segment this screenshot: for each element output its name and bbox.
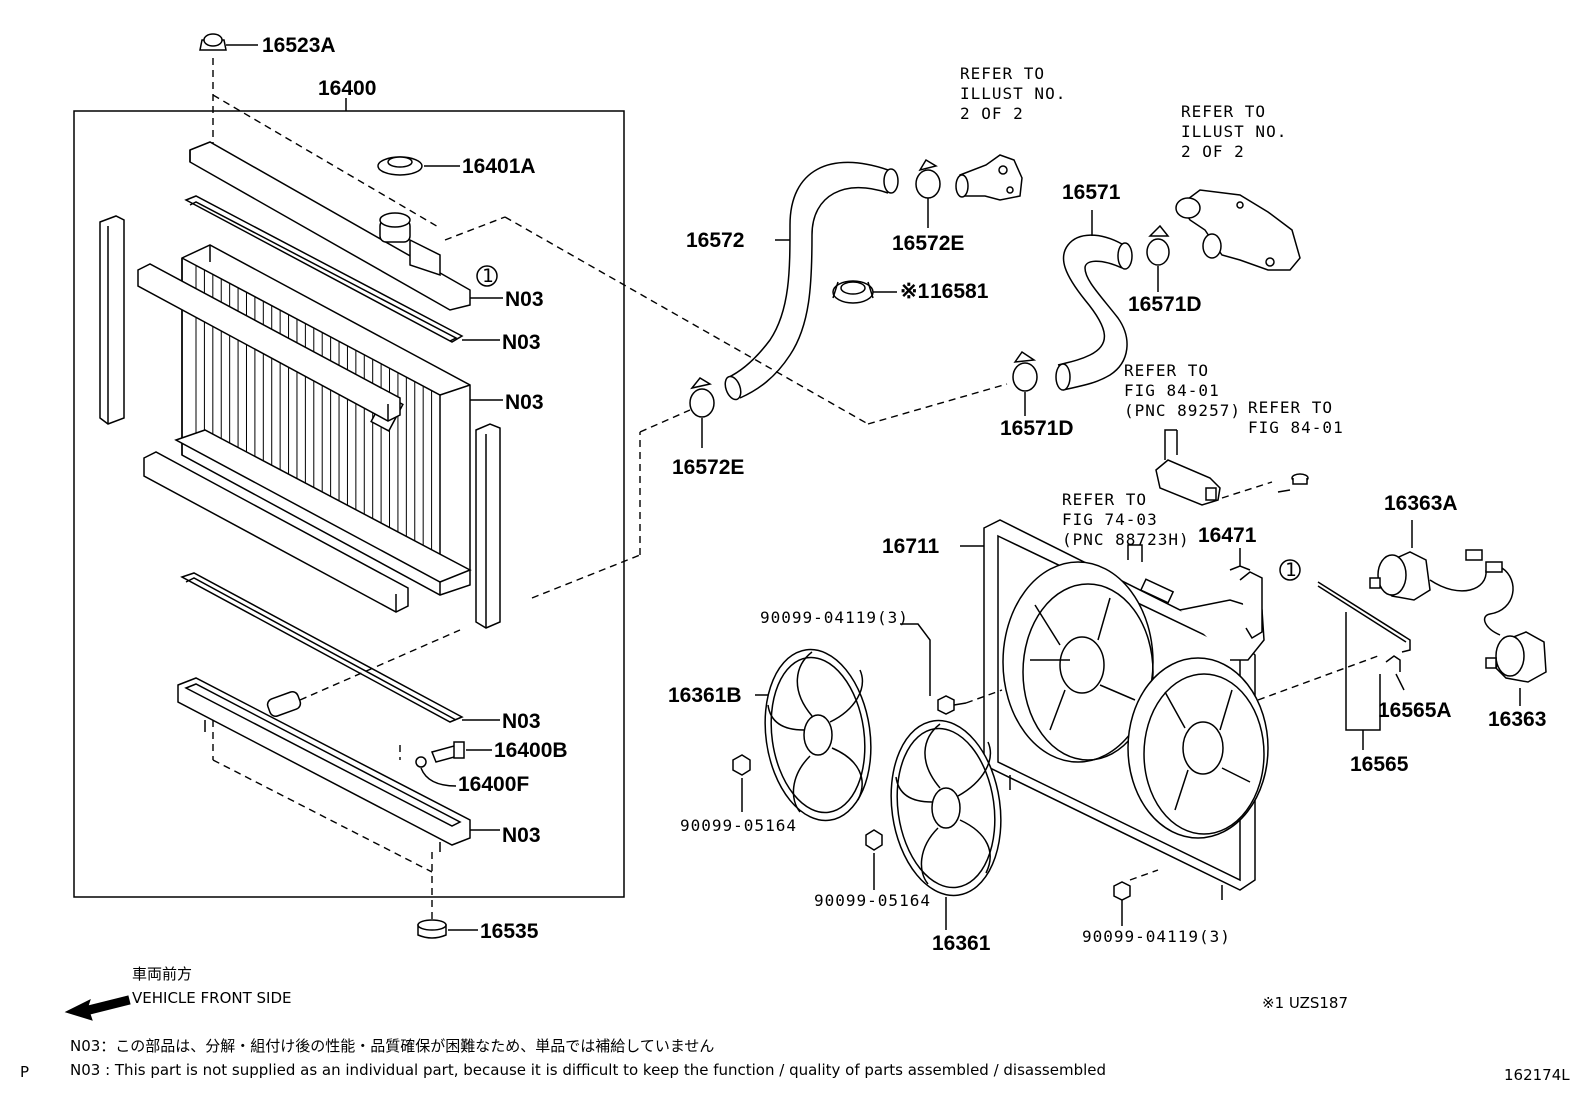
callout-16363A: 16363A — [1384, 492, 1458, 515]
callout-16571D-bottom: 16571D — [1000, 417, 1074, 440]
cushion-16535 — [417, 919, 478, 939]
reference-circle-1-radiator — [476, 265, 498, 287]
callout-90099-04119-top: 90099-04119(3) — [760, 608, 909, 627]
cap-16523A — [199, 33, 258, 51]
refer-fig74-line3: (PNC 88723H) — [1062, 530, 1190, 549]
refer-fig74-line2: FIG 74-03 — [1062, 510, 1158, 529]
callout-n03-e: N03 — [502, 824, 541, 847]
note-n03-japanese: N03：この部品は、分解・組付け後の性能・品質確保が困難なため、単品では補給して… — [70, 1037, 714, 1055]
hose-clamp-16572E-bottom — [689, 377, 715, 448]
upper-tank — [189, 141, 503, 311]
refer-fig84-pnc-line3: (PNC 89257) — [1124, 401, 1241, 420]
page-marker: P — [20, 1063, 29, 1081]
lower-tank — [177, 677, 500, 852]
fan-motor-16363 — [1485, 631, 1547, 706]
footnote-mark: ※1 UZS187 — [1262, 994, 1348, 1012]
hose-clamp-16571D-top — [1146, 224, 1170, 292]
bolt-90099-04119-bottom — [1113, 869, 1159, 926]
callout-16565A: 16565A — [1378, 699, 1452, 722]
callout-16400F: 16400F — [458, 773, 529, 796]
callout-16535: 16535 — [480, 920, 539, 943]
upper-hose-16572 — [724, 161, 899, 401]
bolt-90099-04119-top — [900, 623, 1003, 715]
nut-90099-05164-mid — [865, 829, 883, 890]
refer-illust-b-line2: ILLUST NO. — [1181, 122, 1287, 141]
fan-controller-module — [1155, 429, 1273, 506]
refer-fig84-pnc-line1: REFER TO — [1124, 361, 1209, 380]
fan-16361B — [764, 648, 872, 822]
hose-clamp-16572E-top — [915, 158, 941, 228]
side-seal-left — [99, 215, 125, 425]
callout-16572E-top: 16572E — [892, 232, 964, 255]
nut-90099-05164-left — [732, 754, 751, 812]
callout-16361: 16361 — [932, 932, 991, 955]
side-seal-right — [475, 423, 501, 629]
refer-fig84-line1: REFER TO — [1248, 398, 1333, 417]
lower-hose-16571 — [1055, 210, 1133, 391]
bracket-16565 — [1317, 581, 1411, 750]
refer-illust-a-line1: REFER TO — [960, 64, 1045, 83]
callout-90099-04119-bottom: 90099-04119(3) — [1082, 927, 1231, 946]
water-inlet-housing — [1175, 189, 1301, 271]
callout-n03-a: N03 — [505, 288, 544, 311]
callout-16572E-bottom: 16572E — [672, 456, 744, 479]
callout-16571: 16571 — [1062, 181, 1121, 204]
fan-motor-16363A — [1369, 520, 1431, 601]
gasket-upper — [184, 195, 464, 343]
refer-illust-b-line3: 2 OF 2 — [1181, 142, 1245, 161]
circle-1-label-radiator: 1 — [482, 265, 493, 287]
upper-seal-bar — [137, 263, 401, 422]
lower-seal-bar — [143, 451, 409, 613]
reference-circle-1-bracket — [1279, 559, 1301, 581]
hose-clamp-16571D-bottom — [1012, 350, 1038, 416]
callout-90099-05164-mid: 90099-05164 — [814, 891, 931, 910]
screw-fig84 — [1277, 473, 1309, 493]
callout-n03-c: N03 — [505, 391, 544, 414]
water-outlet-top — [955, 154, 1023, 201]
illustration-id: 162174L — [1504, 1066, 1570, 1084]
callout-16400B: 16400B — [494, 739, 568, 762]
direction-english: VEHICLE FRONT SIDE — [132, 989, 292, 1007]
callout-n03-b: N03 — [502, 331, 541, 354]
circle-1-label-bracket: 1 — [1285, 559, 1296, 581]
callout-16523A: 16523A — [262, 34, 336, 57]
refer-illust-a-line2: ILLUST NO. — [960, 84, 1066, 103]
note-n03-english: N03 : This part is not supplied as an in… — [70, 1061, 1106, 1079]
radiator-assembly-frame — [73, 110, 625, 898]
callout-16571D-top: 16571D — [1128, 293, 1202, 316]
callout-16581-mark: ※1 — [900, 280, 930, 303]
callout-16711: 16711 — [882, 535, 940, 558]
refer-illust-a-line3: 2 OF 2 — [960, 104, 1024, 123]
fan-16361 — [890, 719, 1002, 897]
callout-16363: 16363 — [1488, 708, 1546, 731]
callout-16471: 16471 — [1198, 524, 1257, 547]
vehicle-front-arrow — [64, 995, 131, 1021]
callout-16400: 16400 — [318, 77, 376, 100]
wire-harness — [1429, 549, 1514, 636]
callout-16361B: 16361B — [668, 684, 742, 707]
callout-16401A: 16401A — [462, 155, 536, 178]
callout-n03-d: N03 — [502, 710, 541, 733]
o-ring-16400F — [415, 756, 457, 787]
refer-illust-b-line1: REFER TO — [1181, 102, 1266, 121]
radiator-cap-16401A — [377, 156, 460, 176]
hose-clamp-16581 — [832, 280, 897, 304]
fan-shroud-16711 — [983, 519, 1269, 900]
refer-fig84-pnc-line2: FIG 84-01 — [1124, 381, 1220, 400]
callout-16581: 16581 — [930, 280, 989, 303]
callout-90099-05164-left: 90099-05164 — [680, 816, 797, 835]
refer-fig84-line2: FIG 84-01 — [1248, 418, 1344, 437]
refer-fig74-line1: REFER TO — [1062, 490, 1147, 509]
drain-cock-16400B — [430, 741, 492, 763]
callout-16565: 16565 — [1350, 753, 1409, 776]
direction-japanese: 車両前方 — [132, 965, 192, 983]
callout-16572: 16572 — [686, 229, 744, 252]
